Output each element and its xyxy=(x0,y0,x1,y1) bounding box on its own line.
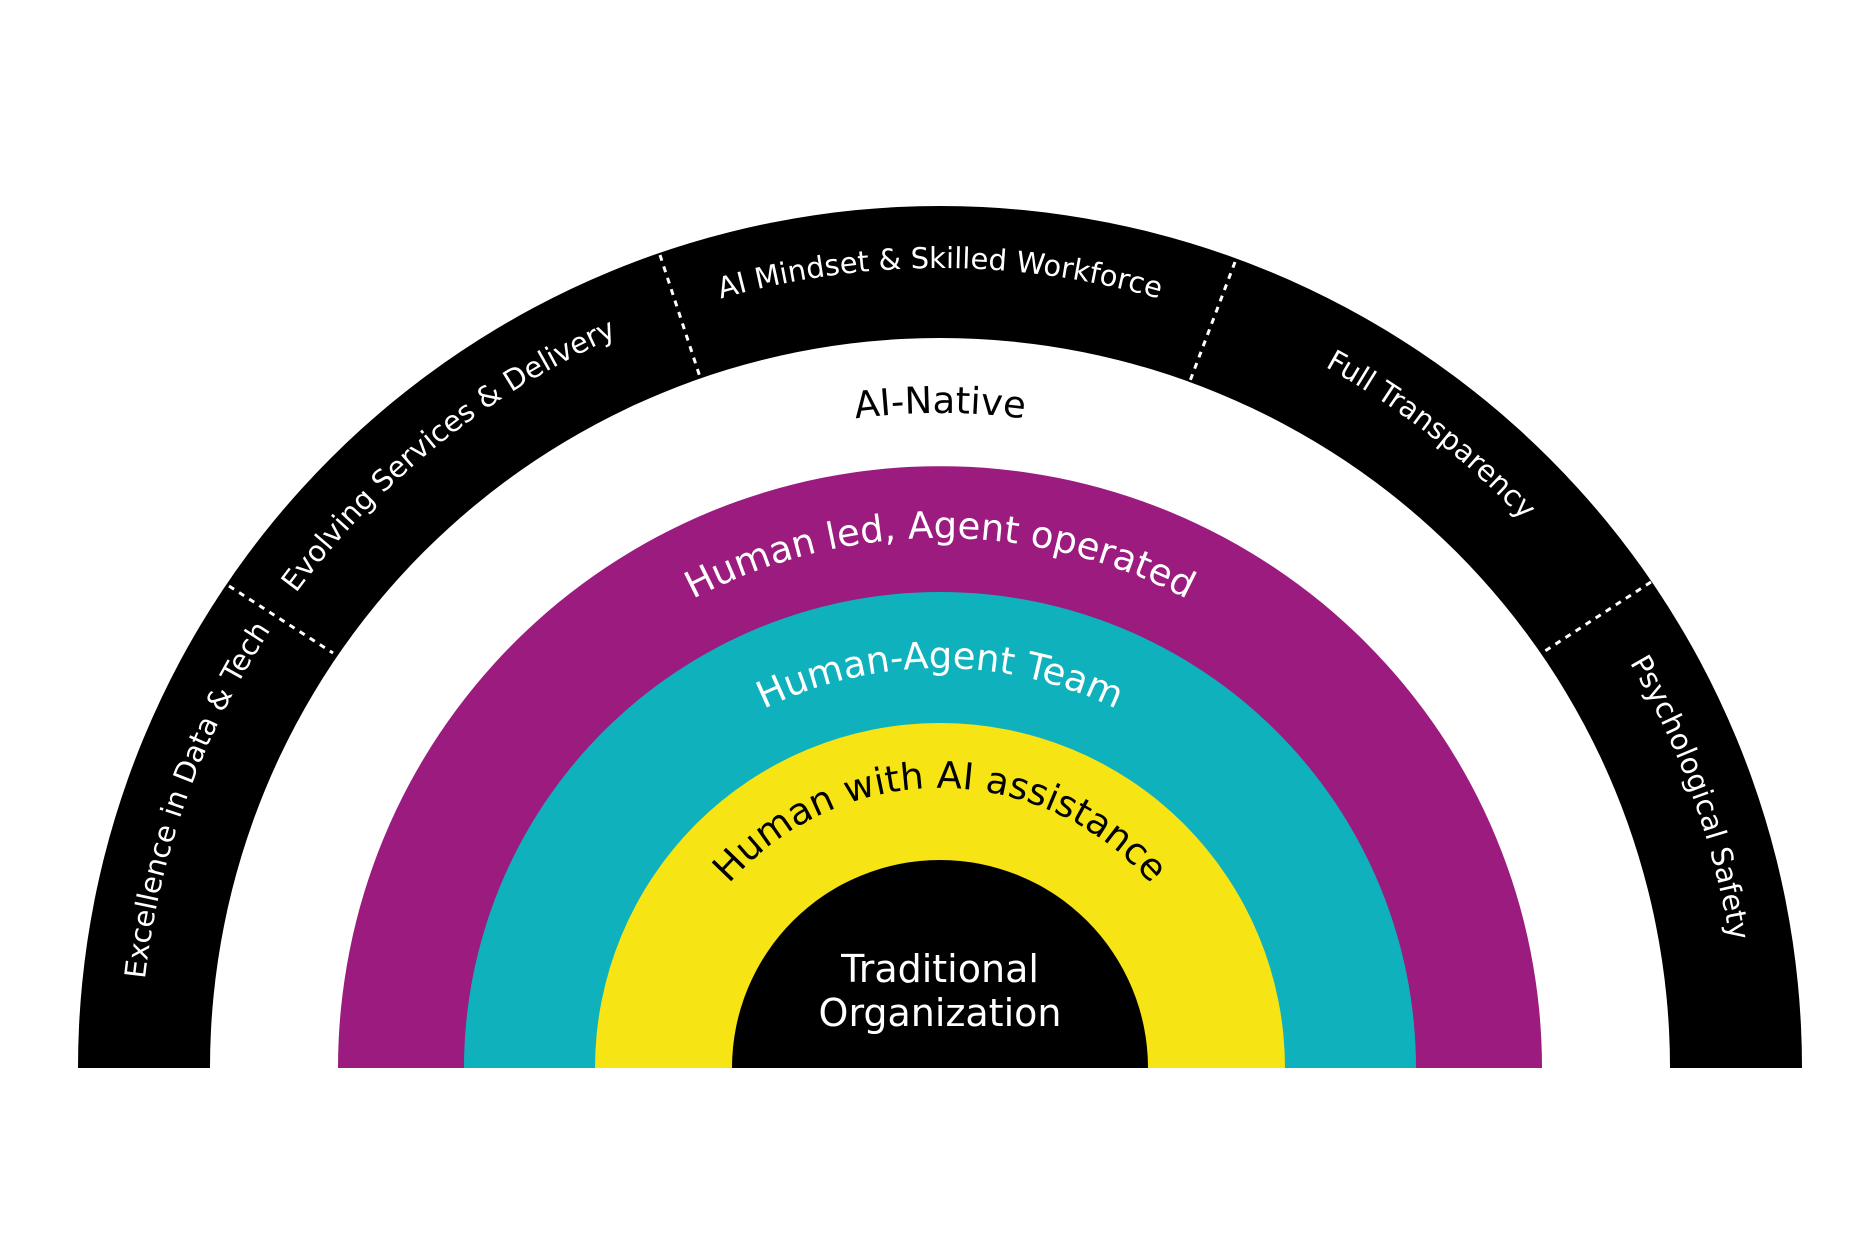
level-label-ai-native: AI-Native xyxy=(852,379,1028,427)
core-label: Traditional Organization xyxy=(819,947,1062,1035)
core-label-line1: Traditional xyxy=(840,947,1039,991)
core-label-line2: Organization xyxy=(819,991,1062,1035)
pillar-divider xyxy=(1544,580,1652,653)
pillar-divider xyxy=(1188,261,1237,382)
level-label-text: AI-Native xyxy=(852,379,1028,427)
pillar-divider xyxy=(658,254,702,378)
pillar-divider xyxy=(228,584,334,655)
pillar-dividers xyxy=(228,254,1652,655)
traditional-core xyxy=(732,860,1148,1068)
